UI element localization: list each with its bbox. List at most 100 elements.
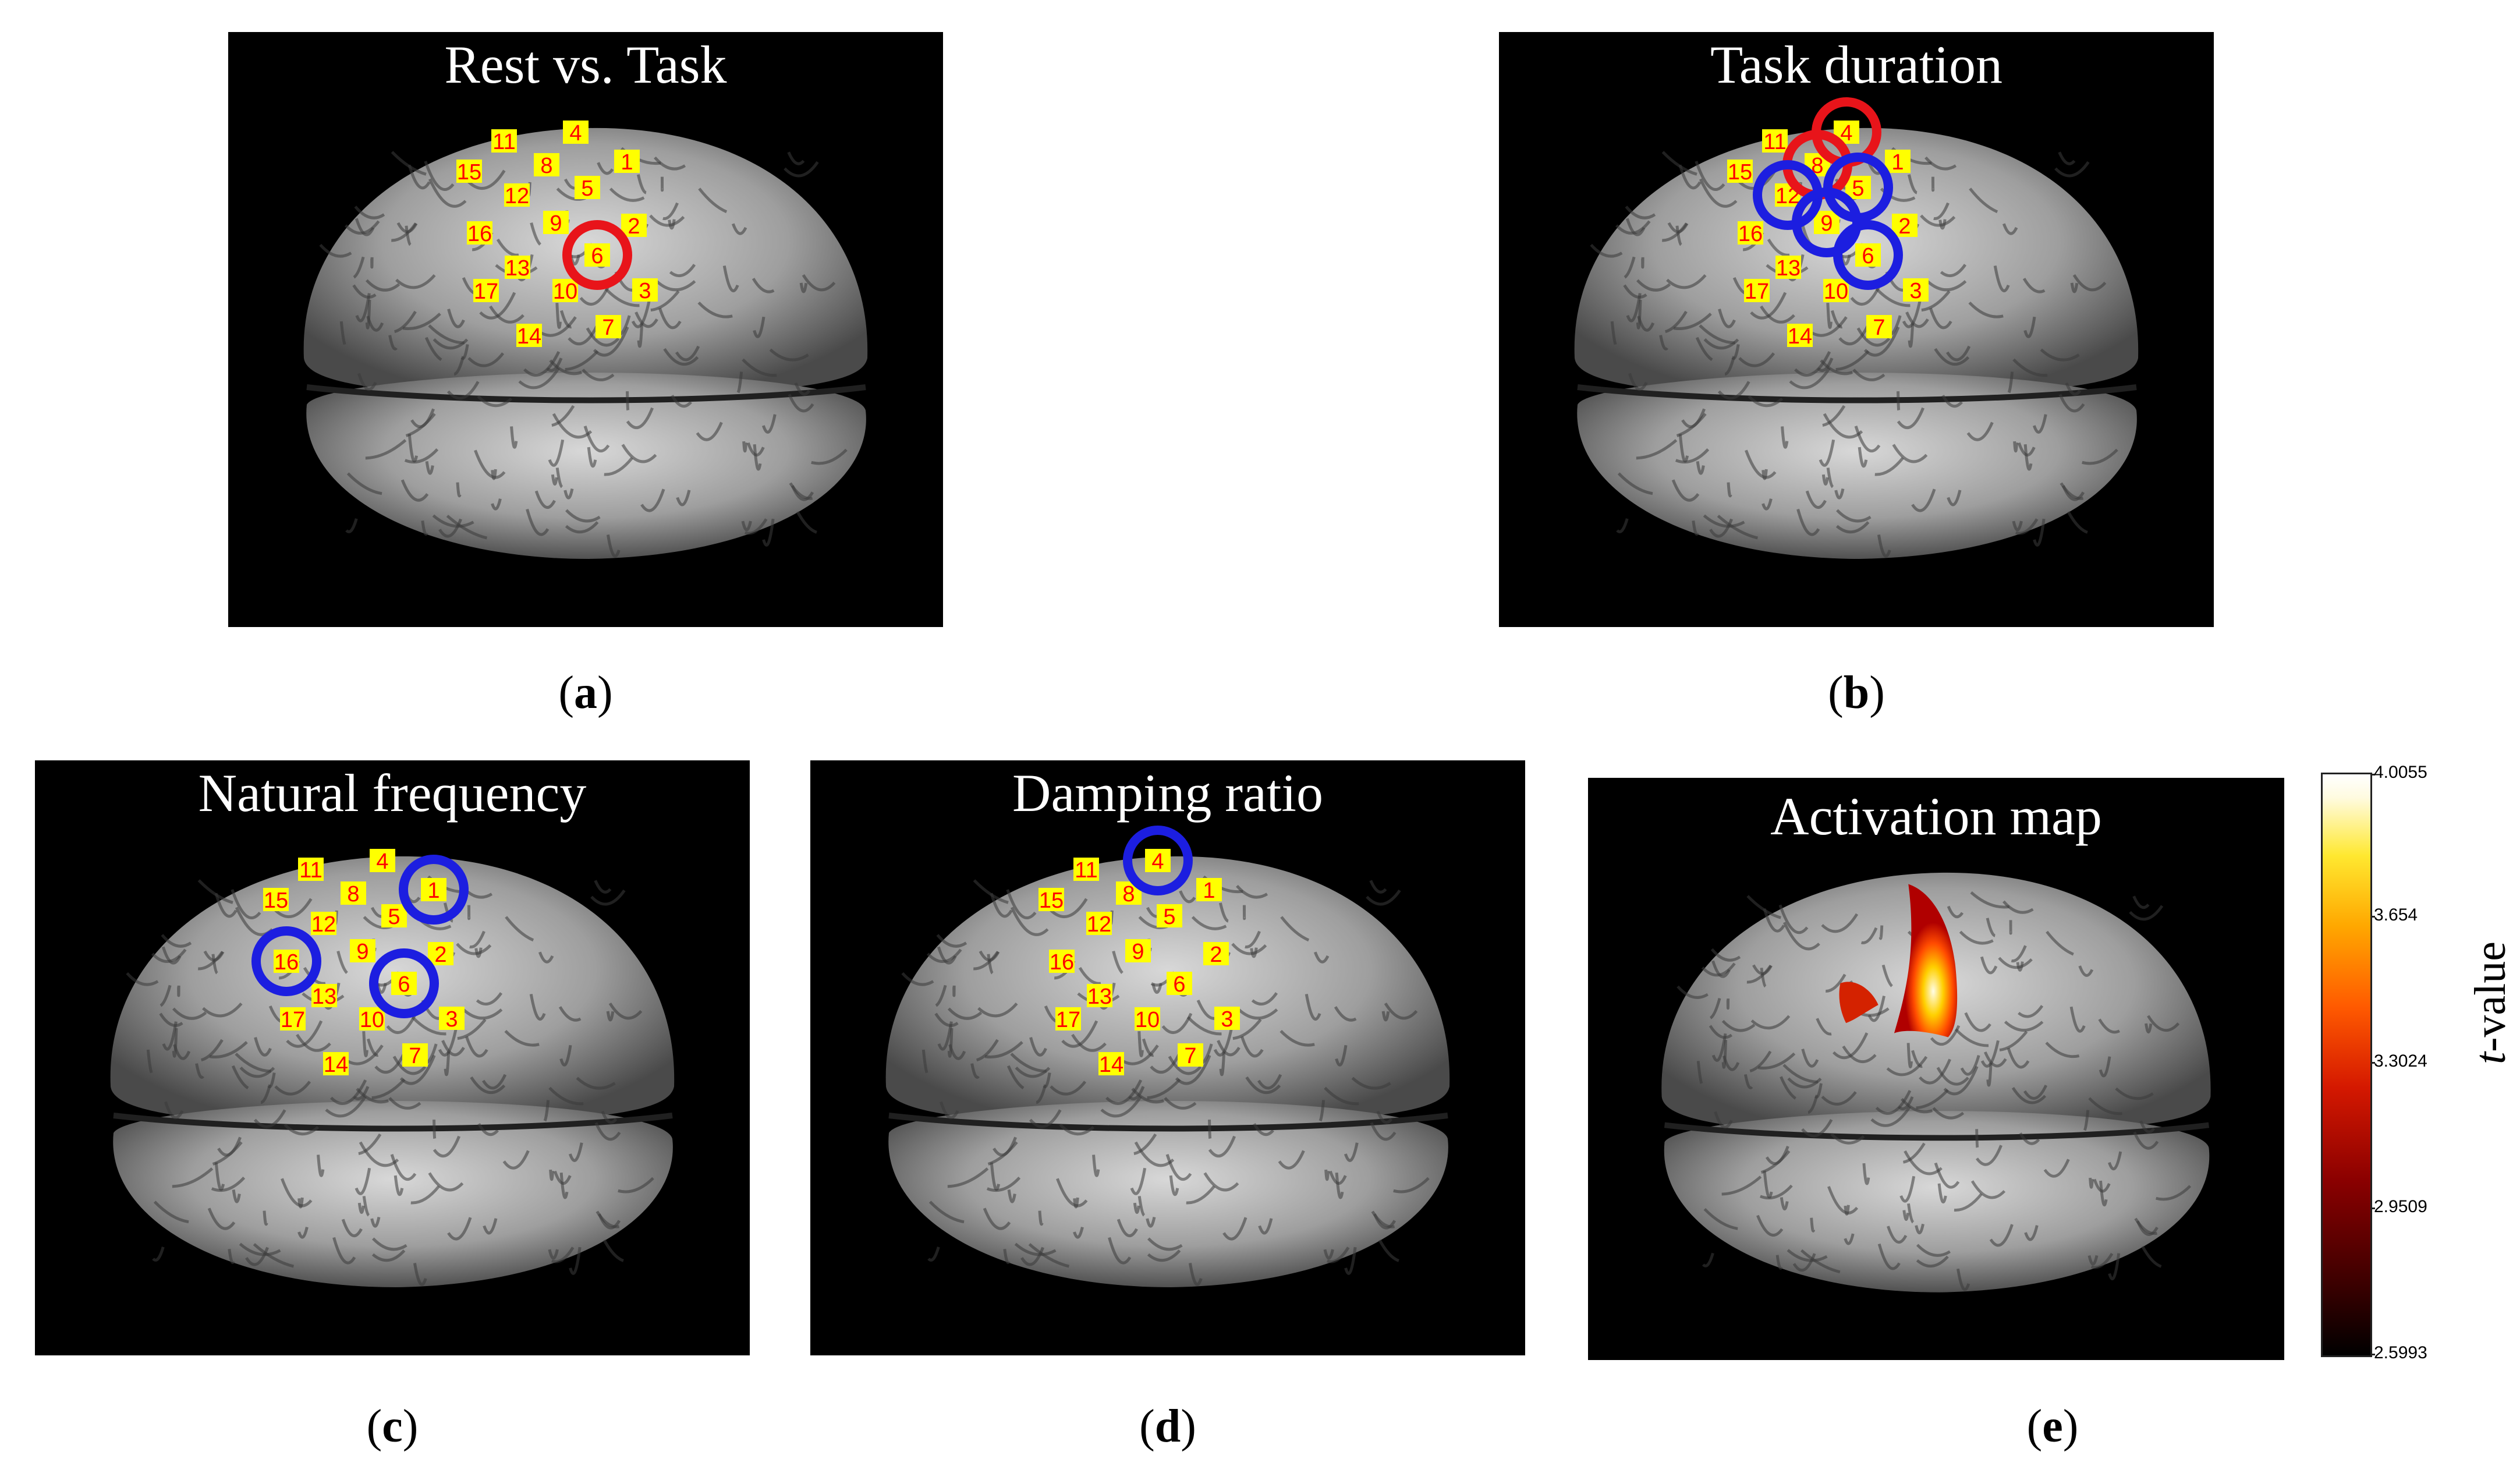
svg-text:8: 8 [540,154,552,178]
channel-label: 9 [1125,939,1151,964]
svg-text:1: 1 [1203,879,1215,903]
channel-label: 6 [1855,243,1881,268]
activation-blob [1839,982,1879,1024]
channel-label: 15 [263,888,289,913]
channel-label: 10 [1135,1007,1160,1032]
brain-image [1661,872,2211,1293]
svg-text:17: 17 [1745,279,1769,304]
channel-label: 5 [1845,176,1871,201]
svg-text:10: 10 [1135,1008,1160,1032]
colorbar-tick-label: 3.654 [2374,905,2418,925]
svg-text:5: 5 [1163,905,1175,929]
channel-label: 1 [1196,878,1222,903]
channel-label: 3 [1903,278,1929,303]
svg-text:3: 3 [445,1007,458,1032]
channel-label: 2 [1892,214,1918,239]
panel-caption-a: (a) [558,667,613,718]
channel-label: 12 [1086,912,1112,937]
svg-text:1: 1 [621,150,633,175]
channel-label: 7 [402,1043,428,1068]
channel-highlight-ring [399,855,469,925]
channel-label: 10 [1823,279,1849,304]
colorbar-tick-mark [2370,774,2375,776]
svg-text:5: 5 [1852,176,1864,201]
svg-text:6: 6 [1862,244,1874,268]
colorbar-tick-label: 4.0055 [2374,763,2427,782]
svg-text:9: 9 [550,211,562,236]
channel-label: 10 [359,1007,385,1032]
svg-text:13: 13 [505,256,530,281]
channel-label: 6 [1167,972,1192,997]
svg-text:15: 15 [1728,160,1752,185]
channel-label: 17 [280,1007,306,1032]
svg-text:4: 4 [376,849,388,874]
channel-label: 3 [439,1007,465,1032]
channel-label: 17 [1744,279,1770,304]
colorbar-tick-mark [2370,1207,2375,1209]
colorbar-tick-mark [2370,916,2375,918]
channel-label: 11 [491,129,517,154]
svg-text:16: 16 [274,950,299,975]
svg-text:5: 5 [581,176,593,201]
channel-label: 15 [456,160,482,185]
svg-text:11: 11 [299,858,322,883]
svg-text:12: 12 [1087,912,1111,937]
channel-label: 2 [621,214,647,239]
svg-text:3: 3 [639,279,651,303]
channel-label: 5 [575,176,600,201]
channel-label: 14 [1098,1052,1124,1077]
channel-label: 16 [467,221,492,246]
svg-text:4: 4 [1151,849,1164,874]
channel-label: 1 [421,878,446,903]
svg-text:8: 8 [1811,154,1823,178]
panel-title: Natural frequency [198,763,587,823]
channel-label: 12 [311,912,336,937]
channel-label: 9 [543,211,569,236]
channel-label: 3 [632,278,658,303]
channel-label: 15 [1039,888,1064,913]
svg-text:9: 9 [356,940,368,964]
colorbar-tick-label: 3.3024 [2374,1051,2427,1071]
svg-text:14: 14 [1788,324,1812,349]
channel-label: 9 [350,939,375,964]
svg-text:3: 3 [1909,279,1922,303]
channel-label: 13 [505,256,530,281]
svg-text:14: 14 [517,324,541,349]
channel-label: 8 [341,881,366,906]
svg-text:16: 16 [467,222,492,246]
channel-label: 11 [298,858,324,883]
channel-label: 8 [1116,881,1142,906]
svg-text:12: 12 [505,184,529,208]
svg-text:9: 9 [1820,211,1833,236]
channel-label: 5 [381,904,407,929]
panel-caption-d: (d) [1139,1401,1196,1452]
svg-text:13: 13 [1087,985,1112,1009]
channel-label: 7 [1866,315,1892,340]
colorbar-tick-label: 2.5993 [2374,1343,2427,1362]
colorbar-label: t-value [2466,941,2515,1064]
panel-caption-c: (c) [366,1401,419,1452]
channel-label: 16 [1049,950,1075,975]
svg-text:4: 4 [569,121,582,146]
svg-text:14: 14 [324,1053,348,1077]
svg-text:8: 8 [1122,882,1135,906]
svg-text:2: 2 [434,943,446,967]
svg-text:13: 13 [1776,256,1800,281]
channel-label: 8 [534,153,559,178]
svg-text:13: 13 [312,985,336,1009]
channel-label: 7 [596,315,621,340]
panel-title: Rest vs. Task [444,35,727,94]
channel-label: 11 [1073,858,1099,883]
svg-text:9: 9 [1132,940,1144,964]
channel-label: 1 [1885,150,1911,175]
colorbar-tick-label: 2.9509 [2374,1197,2427,1216]
channel-label: 5 [1157,904,1182,929]
svg-text:6: 6 [1173,972,1185,997]
svg-text:6: 6 [398,972,410,997]
